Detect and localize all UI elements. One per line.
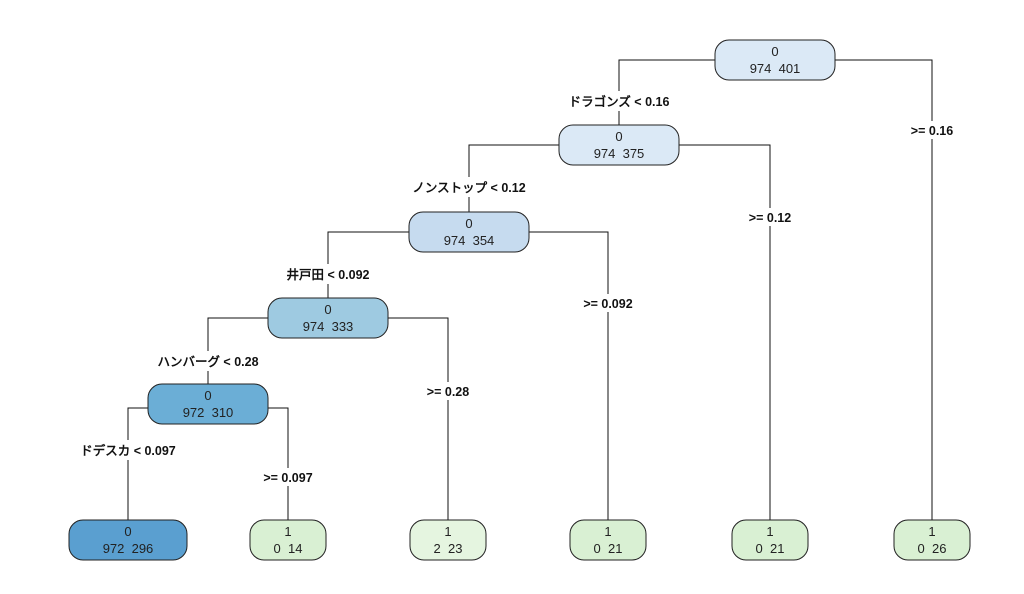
node-box <box>408 211 530 253</box>
node-class: 0 <box>124 524 131 539</box>
split-label-right: >= 0.28 <box>427 385 469 399</box>
node-box <box>267 297 389 339</box>
node-box <box>569 519 647 561</box>
split-label-left: 井戸田 < 0.092 <box>286 267 369 282</box>
node-class: 0 <box>771 44 778 59</box>
node-class: 1 <box>928 524 935 539</box>
split-label-right: >= 0.16 <box>911 124 953 138</box>
leaf-node: 1 0 21 <box>569 519 647 561</box>
leaf-node: 1 0 26 <box>893 519 971 561</box>
node-counts: 974 401 <box>750 61 801 76</box>
node-box <box>68 519 188 561</box>
tree-node: 0 974 401 <box>714 39 836 81</box>
edge-n5-left <box>127 407 148 520</box>
edge-n1-right <box>835 59 933 520</box>
node-counts: 974 354 <box>444 233 495 248</box>
node-counts: 972 296 <box>103 541 154 556</box>
tree-node: 0 974 333 <box>267 297 389 339</box>
node-class: 0 <box>324 302 331 317</box>
node-class: 1 <box>766 524 773 539</box>
node-counts: 0 26 <box>918 541 947 556</box>
edge-n4-right <box>388 317 449 520</box>
node-box <box>714 39 836 81</box>
node-class: 0 <box>465 216 472 231</box>
split-label-left: ドラゴンズ < 0.16 <box>569 94 670 109</box>
split-label-right: >= 0.092 <box>583 297 632 311</box>
node-box <box>249 519 327 561</box>
leaf-node: 0 972 296 <box>68 519 188 561</box>
edge-n3-right <box>529 231 609 520</box>
tree-node: 0 974 375 <box>558 124 680 166</box>
node-class: 1 <box>284 524 291 539</box>
node-class: 1 <box>604 524 611 539</box>
leaf-node: 1 2 23 <box>409 519 487 561</box>
node-class: 0 <box>615 129 622 144</box>
node-class: 1 <box>444 524 451 539</box>
tree-node: 0 974 354 <box>408 211 530 253</box>
node-counts: 2 23 <box>434 541 463 556</box>
tree-node: 0 972 310 <box>147 383 269 425</box>
node-counts: 0 21 <box>756 541 785 556</box>
node-counts: 974 375 <box>594 146 645 161</box>
split-label-left: ハンバーグ < 0.28 <box>157 354 258 369</box>
node-box <box>147 383 269 425</box>
node-box <box>893 519 971 561</box>
split-label-right: >= 0.097 <box>263 471 312 485</box>
edge-n5-right <box>268 407 289 520</box>
leaf-node: 1 0 14 <box>249 519 327 561</box>
tree-edges <box>127 59 933 520</box>
node-counts: 0 14 <box>274 541 303 556</box>
node-counts: 974 333 <box>303 319 354 334</box>
node-box <box>731 519 809 561</box>
split-label-left: ノンストップ < 0.12 <box>412 180 525 195</box>
split-label-right: >= 0.12 <box>749 211 791 225</box>
node-box <box>558 124 680 166</box>
node-counts: 972 310 <box>183 405 234 420</box>
node-class: 0 <box>204 388 211 403</box>
split-label-left: ドデスカ < 0.097 <box>80 443 176 458</box>
node-counts: 0 21 <box>594 541 623 556</box>
leaf-node: 1 0 21 <box>731 519 809 561</box>
node-box <box>409 519 487 561</box>
edge-n2-right <box>679 144 771 520</box>
split-labels: ドラゴンズ < 0.16 >= 0.16 ノンストップ < 0.12 >= 0.… <box>70 91 964 486</box>
